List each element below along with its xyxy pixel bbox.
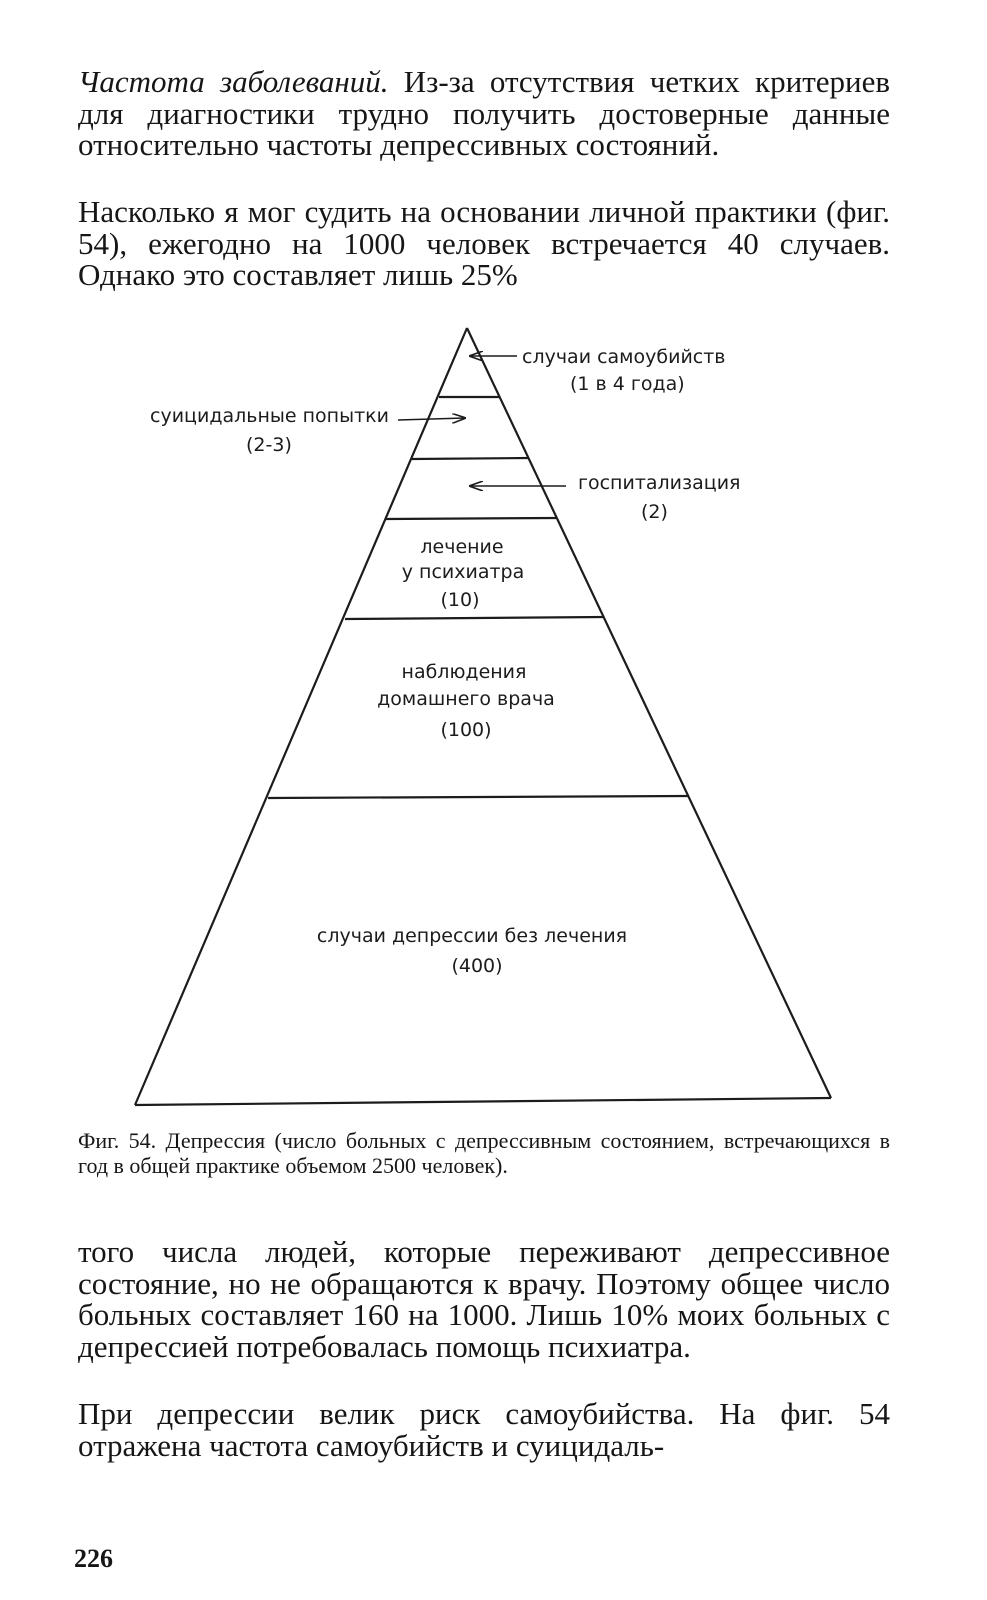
page-number: 226 xyxy=(74,1544,113,1573)
paragraph-suicide-risk: При депрессии велик риск самоубийства. Н… xyxy=(78,1396,890,1463)
label-psychiatrist-line2: у психиатра xyxy=(402,561,525,583)
label-untreated-value: (400) xyxy=(451,955,502,977)
arrow-attempts xyxy=(397,418,465,420)
label-attempts: суицидальные попытки xyxy=(150,405,389,427)
label-hospital-value: (2) xyxy=(641,501,668,523)
label-suicides: случаи самоубийств xyxy=(522,346,726,368)
label-untreated: случаи депрессии без лечения xyxy=(317,925,627,947)
paragraph-incidence: Частота заболеваний. Из-за отсутствия че… xyxy=(78,66,890,161)
label-hospital: госпитализация xyxy=(578,472,740,494)
pyramid-base xyxy=(134,1096,832,1107)
paragraph-text: Из-за отсутствия четких критериев для ди… xyxy=(78,64,890,162)
paragraph-practice: Насколько я мог судить на основании личн… xyxy=(78,194,890,292)
pyramid-left-side xyxy=(133,327,469,1106)
label-gp-line2: домашнего врача xyxy=(377,688,555,710)
paragraph-continued: того числа людей, которые переживают деп… xyxy=(78,1234,890,1364)
label-suicides-value: (1 в 4 года) xyxy=(570,373,685,395)
paragraph-lead-heading: Частота заболеваний. xyxy=(78,64,389,99)
pyramid-right-side xyxy=(466,327,832,1099)
label-attempts-value: (2-3) xyxy=(246,434,292,456)
tier-divider-5 xyxy=(267,794,690,800)
tier-divider-3 xyxy=(385,516,558,521)
label-psychiatrist-line1: лечение xyxy=(420,536,503,558)
label-psychiatrist-value: (10) xyxy=(440,589,479,611)
label-gp-value: (100) xyxy=(440,719,491,741)
tier-divider-4 xyxy=(344,615,605,621)
tier-divider-2 xyxy=(411,456,530,461)
figure-caption: Фиг. 54. Депрессия (число больных с депр… xyxy=(78,1128,890,1178)
label-gp-line1: наблюдения xyxy=(402,661,527,683)
